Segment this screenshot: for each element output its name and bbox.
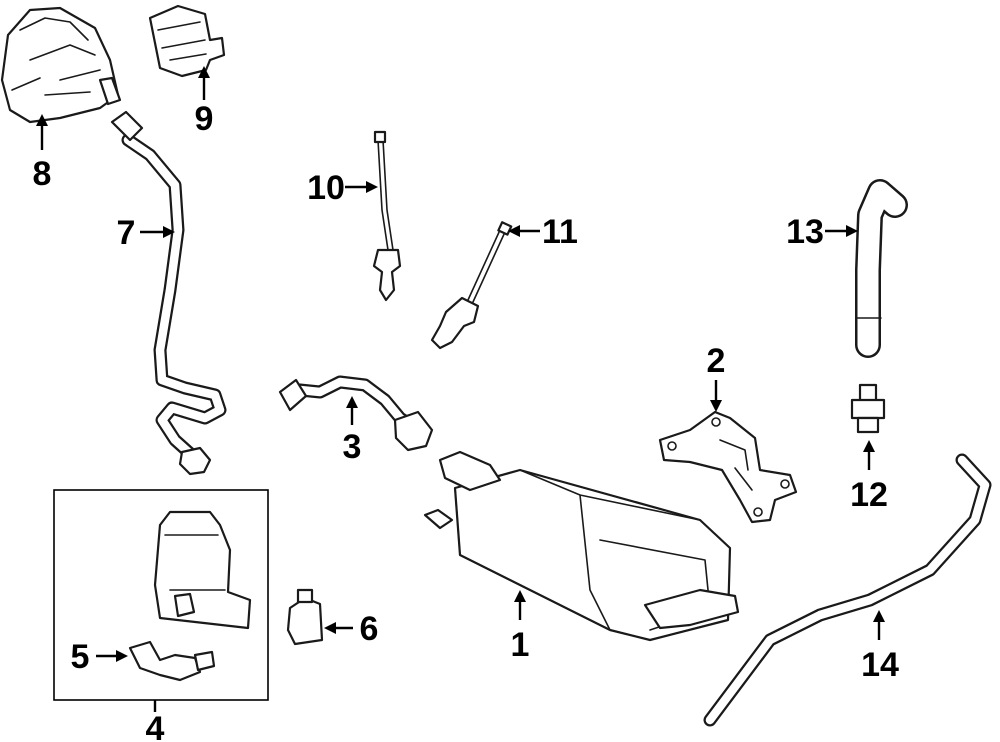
callout-7: 7 [117, 214, 136, 252]
callout-10: 10 [307, 169, 345, 207]
part-9-connector [148, 4, 226, 78]
callout-2: 2 [707, 342, 726, 380]
part-7-vapor-hose [110, 110, 227, 476]
callout-12: 12 [850, 476, 888, 514]
part-4-solenoid [153, 510, 252, 630]
callout-arrows [36, 66, 885, 712]
callout-4: 4 [146, 710, 165, 742]
part-10-oxygen-sensor [372, 130, 402, 302]
part-6-clip [286, 588, 324, 646]
part-1-canister [423, 450, 740, 642]
part-2-bracket [658, 410, 798, 524]
callout-8: 8 [33, 155, 52, 193]
callout-13: 13 [786, 213, 824, 251]
callout-5: 5 [71, 638, 90, 676]
part-13-hose [855, 179, 908, 358]
callout-11: 11 [542, 213, 578, 251]
part-8-purge-valve [0, 6, 122, 124]
callout-3: 3 [343, 428, 362, 466]
part-5-harness [128, 640, 216, 682]
callout-6: 6 [360, 610, 379, 648]
part-14-hose [703, 453, 992, 727]
part-4-group-box [53, 489, 269, 701]
part-11-oxygen-sensor [430, 221, 513, 350]
callout-14: 14 [861, 646, 899, 684]
part-12-valve [850, 383, 886, 434]
part-3-hose [278, 375, 434, 452]
callout-9: 9 [195, 100, 214, 138]
callout-1: 1 [511, 626, 530, 664]
